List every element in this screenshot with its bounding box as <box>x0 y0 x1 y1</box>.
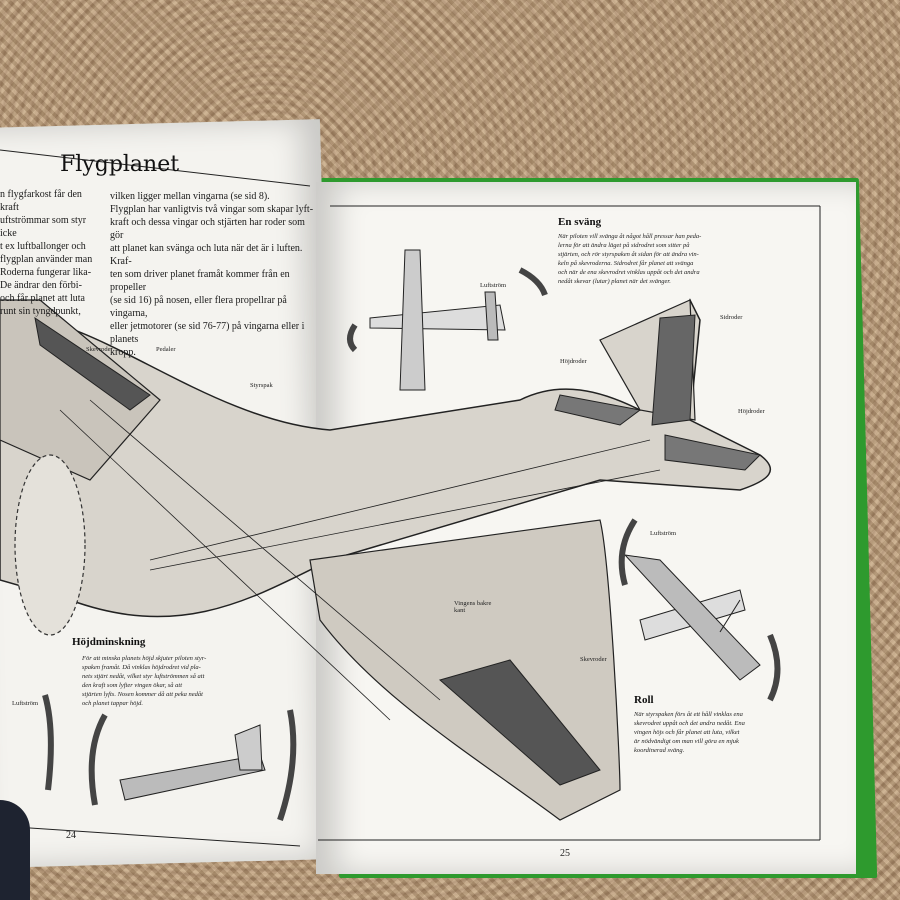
roll-arrow-up <box>618 518 638 586</box>
propeller-disc <box>14 454 86 636</box>
page-heading: Flygplanet <box>60 152 180 177</box>
label-styrspak: Styrspak <box>250 382 273 389</box>
roll-arrow-down <box>767 633 781 702</box>
descent-arrow-right <box>277 709 297 821</box>
intro-text: vilken ligger mellan vingarna (se sid 8)… <box>110 191 314 358</box>
label-hojdroder-left: Höjdroder <box>560 358 587 365</box>
en-svang-title: En sväng <box>558 216 602 228</box>
turn-arrow-left <box>347 323 358 353</box>
label-pedaler: Pedaler <box>156 346 176 353</box>
label-luftstrom-left: Luftström <box>12 700 38 707</box>
roll-caption: När styrspaken förs åt ett håll vinklas … <box>634 711 745 754</box>
page-number-left: 24 <box>66 830 76 841</box>
label-sidroder: Sidroder <box>720 314 743 321</box>
small-plane-rollview <box>623 554 761 681</box>
label-hojdroder-right: Höjdroder <box>738 408 765 415</box>
upper-aileron-shape <box>34 316 151 411</box>
rudder-shape <box>651 314 696 426</box>
roll-title: Roll <box>634 694 654 706</box>
descent-arrow-left <box>88 713 108 806</box>
left-column-text: n flygfarkost får den kraft uftströmmar … <box>0 189 93 317</box>
small-plane-descent <box>119 724 266 801</box>
hojdminskning-title: Höjdminskning <box>72 636 146 648</box>
label-skevroder-bottom: Skevroder <box>580 656 607 663</box>
lower-aileron-shape <box>438 659 601 786</box>
descent-arrow-far-left <box>42 694 54 791</box>
small-plane-topview <box>369 249 506 391</box>
label-skevroder-top: Skevroder <box>86 346 113 353</box>
dark-fabric-corner <box>0 800 30 900</box>
elevator-right-shape <box>664 434 762 471</box>
turn-arrow <box>518 267 548 297</box>
elevator-left-shape <box>554 394 642 426</box>
label-luftstrom-top: Luftström <box>480 282 506 289</box>
label-luftstrom-roll: Luftström <box>650 530 676 537</box>
en-svang-caption: När piloten vill svänga åt något håll pr… <box>558 233 702 285</box>
page-number-right: 25 <box>560 848 570 859</box>
label-vingens-bakre-kant: Vingens bakre kant <box>454 600 492 614</box>
hojdminskning-caption: För att minska planets höjd skjuter pilo… <box>82 655 207 707</box>
